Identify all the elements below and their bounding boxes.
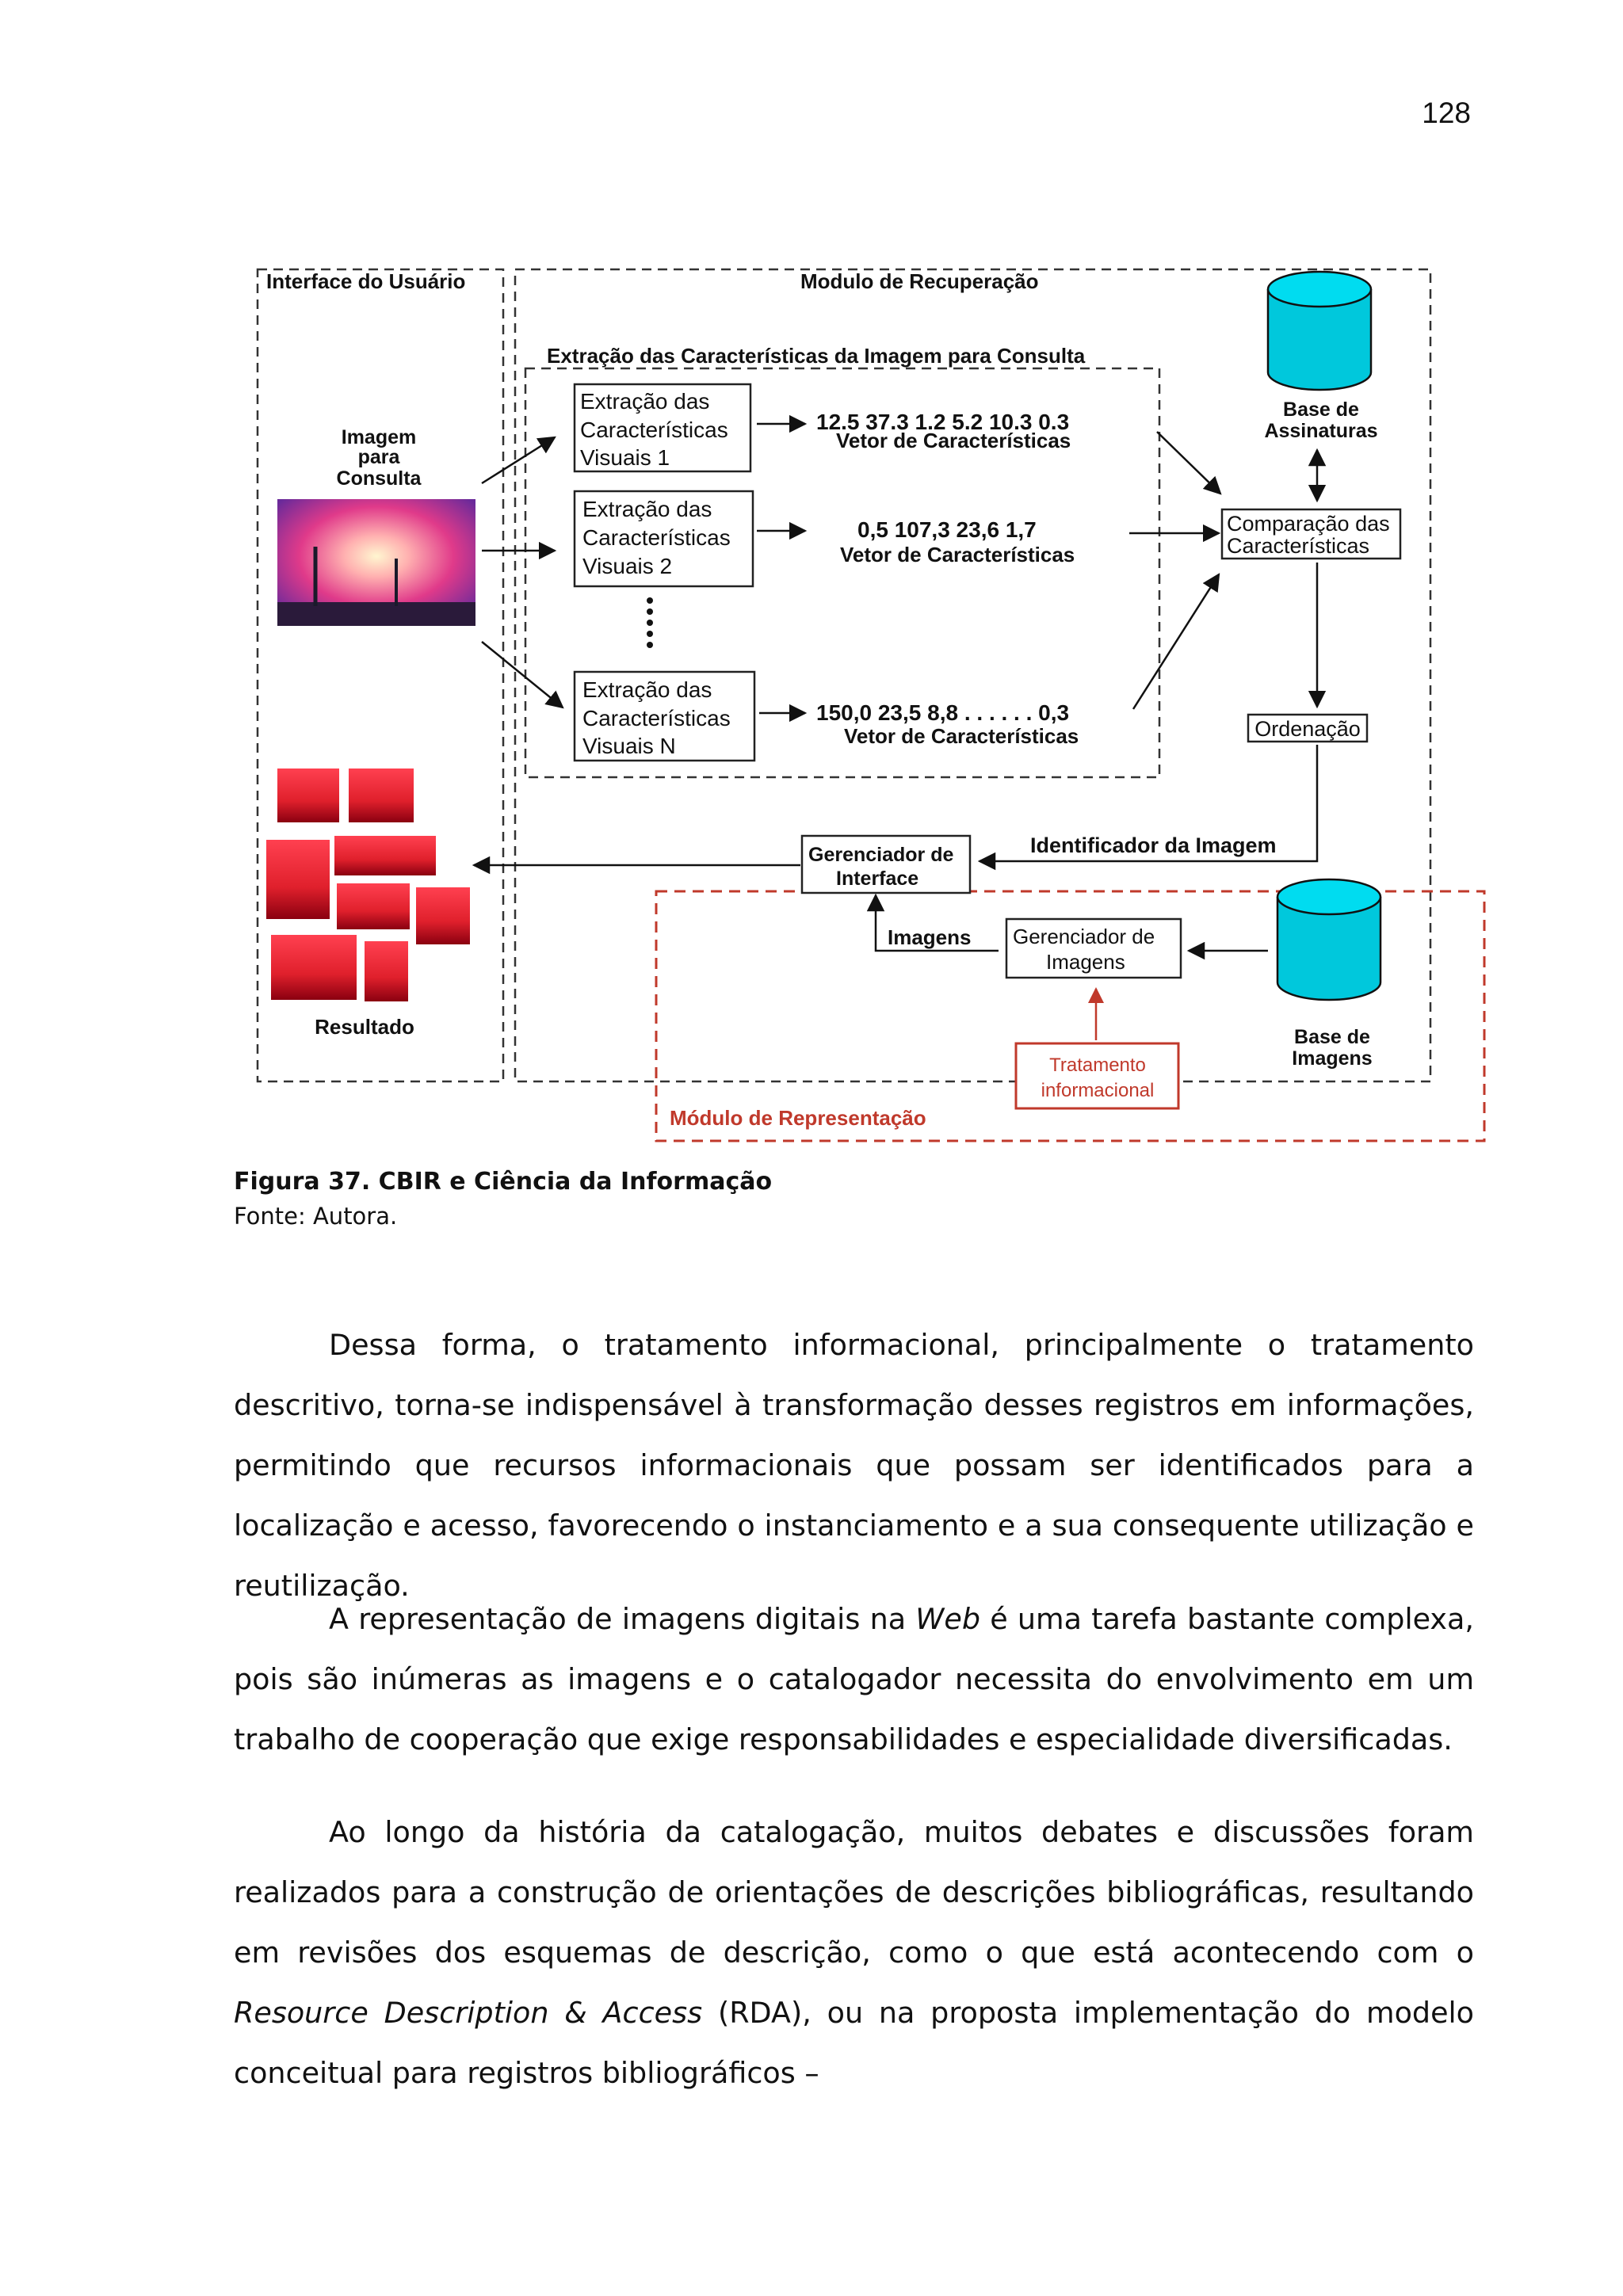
extraction-box-2-line-1: Extração das [582,497,712,521]
retrieval-module-title: Modulo de Recuperação [800,269,1039,293]
image-database-icon [1276,878,1382,1001]
user-interface-title: Interface do Usuário [266,269,465,293]
paragraph-3: Ao longo da história da catalogação, mui… [234,1802,1474,2103]
signature-db-label-2: Assinaturas [1264,420,1377,442]
extraction-box-1 [573,383,752,473]
paragraph-2-text-b: é uma tarefa bastante complexa, pois são… [234,1602,1474,1756]
extraction-group-title: Extração das Características da Imagem p… [547,344,1086,368]
representation-module-region [655,890,1486,1142]
vector-n-values: 150,0 23,5 8,8 . . . . . . 0,3 [816,700,1069,725]
extraction-box-n-line-1: Extração das [582,677,712,702]
extraction-box-2-line-2: Características [582,525,731,550]
interface-manager-box [800,834,972,894]
info-treatment-line-2: informacional [1041,1080,1155,1101]
image-db-label-1: Base de [1294,1026,1370,1048]
result-images [266,769,470,1001]
cbir-diagram: Interface do Usuário Modulo de Recuperaç… [256,268,1486,1142]
query-image-label-2: para [358,446,401,468]
paragraph-2-emphasis: Web [915,1602,981,1636]
signature-db-label-1: Base de [1283,399,1359,421]
retrieval-module-region [514,268,1432,1083]
image-identifier-label: Identificador da Imagem [1030,833,1277,857]
paragraph-3-text-b: (RDA), ou na proposta implementação do m… [234,1996,1474,2090]
paragraph-2-text-a: A representação de imagens digitais na [329,1602,916,1636]
comparison-box-line-1: Comparação das [1227,512,1390,536]
paragraph-1-text: Dessa forma, o tratamento informacional,… [234,1328,1474,1603]
paragraph-2: A representação de imagens digitais na W… [234,1589,1474,1770]
result-label: Resultado [315,1015,414,1039]
image-manager-line-2: Imagens [1046,950,1125,974]
user-interface-region [256,268,505,1083]
extraction-box-n-line-3: Visuais N [582,734,676,758]
representation-module-title: Módulo de Representação [670,1106,926,1130]
signature-database-icon [1266,270,1373,391]
extraction-box-2-line-3: Visuais 2 [582,554,672,578]
vector-n-label: Vetor de Características [844,724,1079,748]
interface-manager-line-2: Interface [836,868,918,890]
images-label: Imagens [888,925,972,949]
ordering-box [1247,713,1369,743]
paragraph-3-emphasis: Resource Description & Access [234,1996,703,2030]
ordering-box-label: Ordenação [1254,717,1361,741]
figure-source: Fonte: Autora. [234,1203,398,1230]
comparison-box-line-2: Características [1227,534,1369,558]
info-treatment-line-1: Tratamento [1049,1055,1146,1076]
query-image-label-1: Imagem [342,426,416,448]
extraction-box-2 [573,490,754,588]
paragraph-3-text-a: Ao longo da história da catalogação, mui… [234,1815,1474,1970]
page-number: 128 [1422,97,1471,129]
extraction-group-region [524,367,1161,779]
extraction-box-1-line-1: Extração das [580,389,709,414]
vector-1-label: Vetor de Características [836,429,1071,452]
query-image [277,499,475,626]
image-db-label-2: Imagens [1292,1047,1372,1070]
interface-manager-line-1: Gerenciador de [808,844,953,866]
query-image-label-3: Consulta [337,467,422,490]
extraction-box-1-line-2: Características [580,418,728,442]
extraction-box-n-line-2: Características [582,706,731,730]
comparison-box [1220,508,1402,560]
figure-caption: Figura 37. CBIR e Ciência da Informação [234,1168,773,1196]
paragraph-1: Dessa forma, o tratamento informacional,… [234,1315,1474,1616]
image-manager-box [1005,917,1182,979]
vector-1-values: 12.5 37.3 1.2 5.2 10.3 0.3 [816,410,1069,434]
image-manager-line-1: Gerenciador de [1013,925,1155,948]
info-treatment-box [1014,1042,1180,1110]
vector-2-values: 0,5 107,3 23,6 1,7 [857,517,1037,542]
vector-2-label: Vetor de Características [840,543,1075,566]
extraction-box-n [573,670,756,762]
extraction-box-1-line-3: Visuais 1 [580,445,670,470]
